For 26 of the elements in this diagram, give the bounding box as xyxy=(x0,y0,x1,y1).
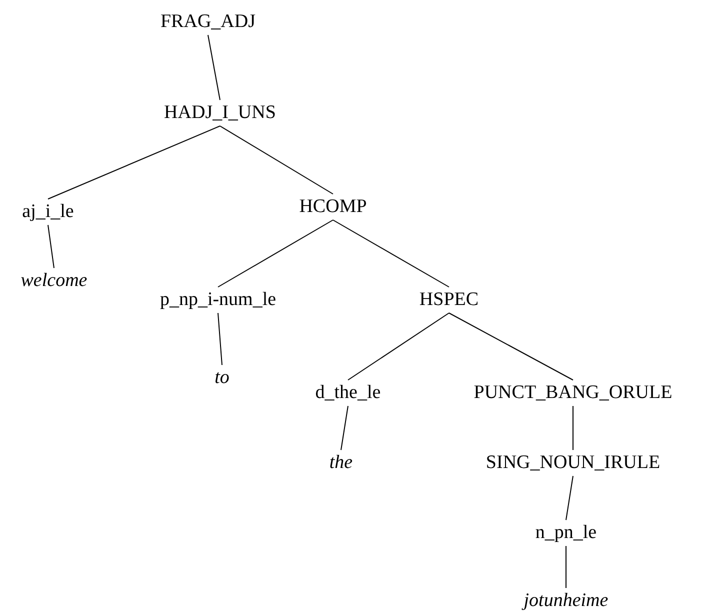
node-label: SING_NOUN_IRULE xyxy=(486,452,660,474)
tree-branch xyxy=(208,34,220,100)
node-label: HSPEC xyxy=(419,289,479,311)
node-label: aj_i_le xyxy=(22,201,74,223)
tree-branch xyxy=(48,224,54,268)
tree-branch xyxy=(448,312,574,380)
word-label: the xyxy=(329,452,353,474)
node-label: FRAG_ADJ xyxy=(160,11,256,33)
tree-branch xyxy=(218,312,222,366)
node-label: HADJ_I_UNS xyxy=(164,102,276,124)
tree-branch xyxy=(332,220,450,288)
tree-branch xyxy=(340,406,348,450)
tree-branch xyxy=(218,220,334,288)
node-label: n_pn_le xyxy=(535,522,597,544)
word-label: welcome xyxy=(20,270,88,292)
node-label: p_np_i-num_le xyxy=(160,289,276,311)
node-label: d_the_le xyxy=(315,382,381,404)
word-label: jotunheime xyxy=(524,590,608,611)
node-label: HCOMP xyxy=(299,196,367,218)
word-label: to xyxy=(214,367,230,389)
tree-branch xyxy=(572,406,574,450)
tree-branch xyxy=(220,126,334,194)
tree-branch xyxy=(566,476,574,520)
tree-branch xyxy=(348,312,450,380)
node-label: PUNCT_BANG_ORULE xyxy=(474,382,672,404)
tree-branch xyxy=(48,126,220,200)
